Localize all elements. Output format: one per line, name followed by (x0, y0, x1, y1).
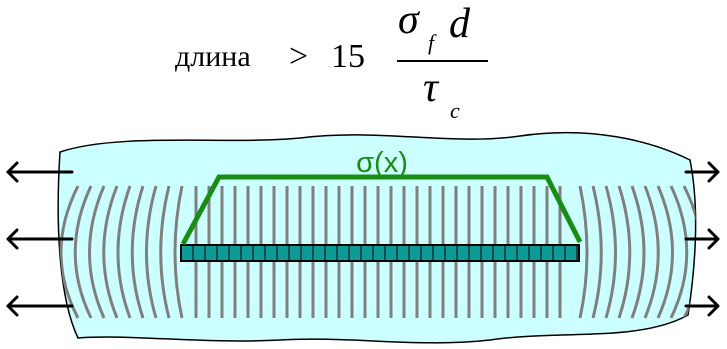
formula-lhs: длина (175, 40, 251, 73)
left-tension-arrow (6, 295, 74, 317)
stress-distribution-line (180, 174, 583, 246)
field-line (643, 185, 660, 319)
stress-label: σ(x) (356, 147, 408, 179)
formula-greater-than: > (289, 38, 309, 75)
right-tension-arrow (684, 161, 720, 183)
denominator-tau: τ (423, 65, 439, 111)
right-tension-arrow (684, 295, 720, 317)
field-line (145, 185, 158, 319)
numerator-subscript-f: f (428, 30, 435, 55)
formula-coefficient: 15 (331, 38, 365, 75)
right-tension-arrow (684, 228, 720, 250)
field-line (617, 185, 632, 319)
critical-length-formula: длина > 15 σ f d τ c (0, 0, 727, 145)
field-line (578, 185, 589, 319)
field-line (73, 185, 93, 319)
left-tension-arrow (6, 228, 74, 250)
field-line (630, 185, 646, 319)
fraction-bar (397, 60, 488, 62)
fiber (180, 244, 580, 262)
left-tension-arrow (6, 161, 74, 183)
denominator-subscript-c: c (450, 98, 460, 123)
field-line (102, 185, 119, 319)
numerator-sigma: σ (398, 0, 419, 43)
field-line (656, 185, 674, 319)
field-line (116, 185, 132, 319)
field-line (130, 185, 145, 319)
field-line (173, 185, 184, 319)
field-line (159, 185, 171, 319)
field-line (669, 185, 689, 319)
field-line (88, 185, 106, 319)
numerator-d: d (449, 1, 470, 47)
fiber-body (180, 244, 580, 262)
field-line (604, 185, 617, 319)
field-line (59, 185, 80, 319)
tension-arrows (6, 161, 720, 317)
field-line (591, 185, 603, 319)
